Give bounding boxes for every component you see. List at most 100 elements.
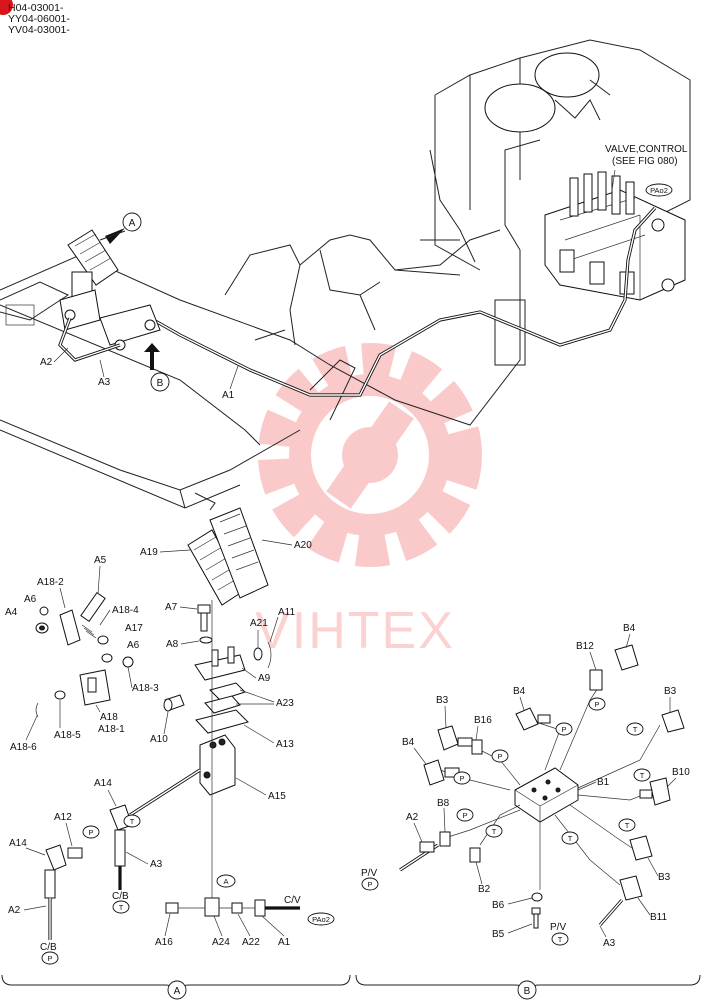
label-cb-right: C/B <box>112 891 129 902</box>
port-t-b2: T <box>492 827 497 836</box>
label-b1: B1 <box>597 777 610 788</box>
port-p-b16: P <box>497 752 502 761</box>
label-a12: A12 <box>54 812 72 823</box>
label-a2-top: A2 <box>40 357 53 368</box>
port-badge-t-b2 <box>485 824 503 838</box>
label-b6: B6 <box>492 900 505 911</box>
label-a11: A11 <box>278 607 295 618</box>
label-a24: A24 <box>212 937 230 948</box>
view-b-marker-label: B <box>157 378 164 389</box>
port-badge-p-b12 <box>588 697 606 711</box>
serial-line-2: YY04-06001- <box>8 13 70 25</box>
view-b-bottom-marker <box>517 980 537 1000</box>
port-badge-pa02-top <box>645 183 673 197</box>
view-a-bottom-marker <box>167 980 187 1000</box>
port-badge-t-pv <box>551 932 569 946</box>
view-b-marker <box>150 372 170 392</box>
serial-line-3: YV04-03001- <box>8 24 70 36</box>
port-badge-t-b11 <box>561 831 579 845</box>
label-a18-4: A18-4 <box>112 605 139 616</box>
label-b5: B5 <box>492 929 505 940</box>
port-badge-p-b8 <box>456 808 474 822</box>
label-cb-left: C/B <box>40 942 57 953</box>
label-a22: A22 <box>242 937 260 948</box>
port-badge-p-b16 <box>491 749 509 763</box>
label-a3-b: A3 <box>603 938 616 949</box>
port-badge-t-b10 <box>633 768 651 782</box>
label-b4-left: B4 <box>402 737 415 748</box>
port-t-b11: T <box>568 834 573 843</box>
label-b2: B2 <box>478 884 491 895</box>
label-a19: A19 <box>140 547 158 558</box>
port-badge-t-a14 <box>123 814 141 828</box>
view-a-marker-label: A <box>129 218 136 229</box>
port-badge-t-b3-lower <box>618 818 636 832</box>
watermark-text: VIHTEX <box>255 602 455 660</box>
label-pv-right: P/V <box>550 922 566 933</box>
label-a8: A8 <box>166 639 179 650</box>
label-a23: A23 <box>276 698 294 709</box>
label-a20: A20 <box>294 540 312 551</box>
label-b8: B8 <box>437 798 450 809</box>
label-a10: A10 <box>150 734 168 745</box>
label-b11: B11 <box>650 912 667 923</box>
label-b3-bottom: B3 <box>658 872 671 883</box>
arrow-view-b <box>144 343 160 370</box>
label-a2-detail: A2 <box>8 905 21 916</box>
label-a18: A18 <box>100 712 118 723</box>
label-a14-upper: A14 <box>94 778 112 789</box>
label-b16: B16 <box>474 715 492 726</box>
port-badge-a <box>216 874 236 888</box>
label-a7: A7 <box>165 602 178 613</box>
port-p-cb: P <box>47 954 52 963</box>
port-badge-p-a12 <box>82 825 100 839</box>
label-a21: A21 <box>250 618 268 629</box>
port-t-b3: T <box>633 725 638 734</box>
port-p-b4-left: P <box>459 774 464 783</box>
serial-line-1: H04-03001- <box>8 2 64 14</box>
port-p-b12: P <box>594 700 599 709</box>
label-a13: A13 <box>276 739 294 750</box>
detail-a-drawing <box>35 507 300 940</box>
label-pv-left: P/V <box>361 868 377 879</box>
port-p-b4: P <box>561 725 566 734</box>
label-a15: A15 <box>268 791 286 802</box>
port-pa02-top: PAo2 <box>650 186 668 195</box>
label-cv: C/V <box>284 895 301 906</box>
port-pa02-bottom: PAo2 <box>312 915 330 924</box>
label-a18-1: A18-1 <box>98 724 125 735</box>
port-badge-p-pv <box>361 877 379 891</box>
port-badge-pa02-bottom <box>307 912 335 926</box>
label-b3-right: B3 <box>664 686 677 697</box>
label-a3-detail: A3 <box>150 859 163 870</box>
control-valve-block <box>544 171 686 301</box>
port-t-cb: T <box>119 903 124 912</box>
label-a3-top: A3 <box>98 377 111 388</box>
port-badge-p-cb <box>41 951 59 965</box>
pedal-assembly-top <box>58 229 161 362</box>
label-a6-right: A6 <box>127 640 140 651</box>
port-p-b8: P <box>462 811 467 820</box>
arrow-view-a <box>105 228 125 244</box>
label-b12: B12 <box>576 641 594 652</box>
port-t-b10: T <box>640 771 645 780</box>
label-a14-lower: A14 <box>9 838 27 849</box>
label-b4-mid: B4 <box>513 686 526 697</box>
port-t-pv: T <box>558 935 563 944</box>
label-a18-2: A18-2 <box>37 577 64 588</box>
valve-callout-line1: VALVE,CONTROL <box>605 144 688 155</box>
port-badge-t-b3 <box>626 722 644 736</box>
watermark-gear-logo <box>258 343 482 567</box>
label-b10: B10 <box>672 767 690 778</box>
valve-callout-line2: (SEE FIG 080) <box>612 156 678 167</box>
label-a2-b: A2 <box>406 812 419 823</box>
label-a1-detail: A1 <box>278 937 291 948</box>
label-a1-top: A1 <box>222 390 235 401</box>
label-a18-5: A18-5 <box>54 730 81 741</box>
port-badge-t-cb <box>112 900 130 914</box>
port-t-a14: T <box>130 817 135 826</box>
port-p-pv: P <box>367 880 372 889</box>
view-a-bottom-label: A <box>174 986 181 997</box>
